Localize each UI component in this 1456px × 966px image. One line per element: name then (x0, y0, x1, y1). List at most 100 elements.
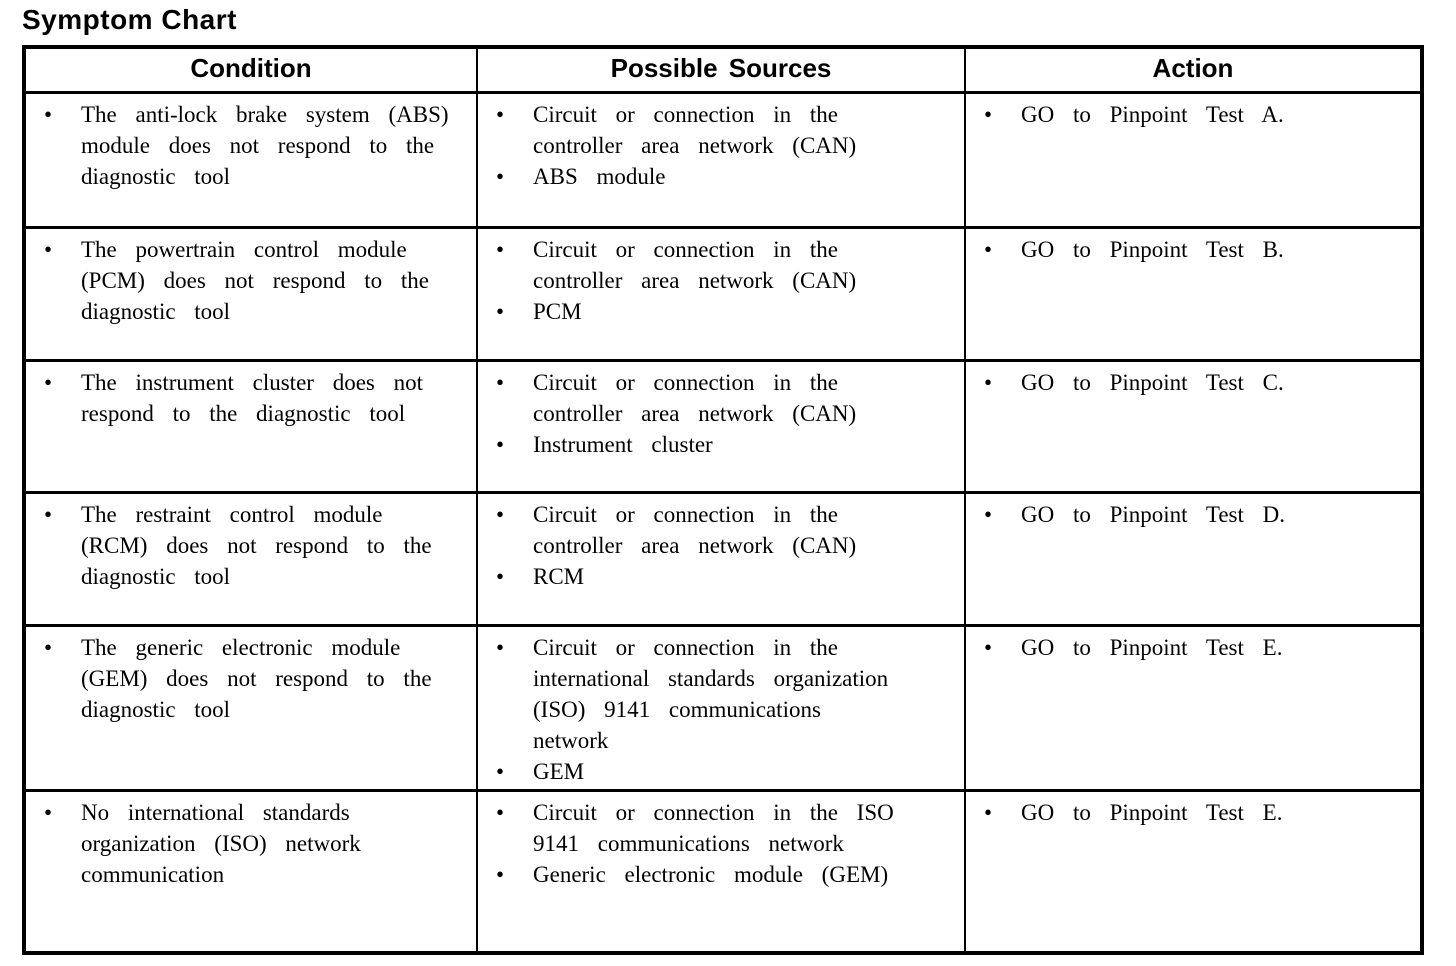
list-item-text: Circuit or connection in the controller … (533, 101, 857, 158)
list-item: • GO to Pinpoint Test D. (966, 499, 1420, 530)
list-item-text: GO to Pinpoint Test E. (1021, 799, 1283, 825)
sources-cell: • Circuit or connection in the ISO 9141 … (476, 788, 966, 955)
bullet-icon: • (496, 163, 505, 189)
list-item: • The instrument cluster does not respon… (26, 367, 476, 429)
table-row: • The anti-lock brake system (ABS) modul… (23, 90, 1423, 229)
table-row: • The instrument cluster does not respon… (23, 358, 1423, 494)
list-item: • Generic electronic module (GEM) (478, 859, 964, 890)
condition-cell: • The instrument cluster does not respon… (23, 358, 478, 494)
action-cell: • GO to Pinpoint Test D. (964, 490, 1423, 627)
list-item-text: Circuit or connection in the controller … (533, 501, 857, 558)
list-item: • The anti-lock brake system (ABS) modul… (26, 99, 476, 192)
bullet-icon: • (984, 236, 993, 262)
sources-cell: • Circuit or connection in the controlle… (476, 358, 966, 494)
bullet-icon: • (496, 236, 505, 262)
list-item-text: PCM (533, 298, 582, 324)
condition-cell: • No international standards organizatio… (23, 788, 478, 955)
list-item-text: GO to Pinpoint Test D. (1021, 501, 1286, 527)
list-item-text: GO to Pinpoint Test B. (1021, 236, 1284, 262)
list-item-text: No international standards organization … (81, 799, 361, 887)
list-item-text: The powertrain control module (PCM) does… (81, 236, 430, 324)
bullet-icon: • (44, 799, 53, 825)
list-item-text: GO to Pinpoint Test A. (1021, 101, 1284, 127)
bullet-icon: • (496, 861, 505, 887)
list-item: • GO to Pinpoint Test C. (966, 367, 1420, 398)
sources-cell: • Circuit or connection in the controlle… (476, 90, 966, 229)
list-item: • GEM (478, 756, 964, 787)
list-item: • No international standards organizatio… (26, 797, 476, 890)
table-row: • The restraint control module (RCM) doe… (23, 490, 1423, 627)
table-row: • The powertrain control module (PCM) do… (23, 225, 1423, 362)
list-item-text: GO to Pinpoint Test E. (1021, 634, 1283, 660)
bullet-icon: • (984, 799, 993, 825)
bullet-icon: • (984, 501, 993, 527)
list-item: • Circuit or connection in the ISO 9141 … (478, 797, 964, 859)
header-row: Condition Possible Sources Action (23, 45, 1423, 94)
list-item-text: The generic electronic module (GEM) does… (81, 634, 432, 722)
list-item-text: Circuit or connection in the internation… (533, 634, 889, 753)
list-item: • GO to Pinpoint Test B. (966, 234, 1420, 265)
list-item: • Instrument cluster (478, 429, 964, 460)
sources-cell: • Circuit or connection in the controlle… (476, 225, 966, 362)
page-title: Symptom Chart (22, 4, 237, 35)
bullet-icon: • (496, 799, 505, 825)
column-header-possible-sources: Possible Sources (476, 45, 966, 94)
list-item: • Circuit or connection in the controlle… (478, 99, 964, 161)
table-row: • The generic electronic module (GEM) do… (23, 623, 1423, 792)
list-item: • GO to Pinpoint Test A. (966, 99, 1420, 130)
bullet-icon: • (496, 369, 505, 395)
sources-cell: • Circuit or connection in the internati… (476, 623, 966, 792)
bullet-icon: • (984, 369, 993, 395)
condition-cell: • The generic electronic module (GEM) do… (23, 623, 478, 792)
bullet-icon: • (496, 501, 505, 527)
list-item: • The generic electronic module (GEM) do… (26, 632, 476, 725)
symptom-chart-table: Condition Possible Sources Action • The … (22, 45, 1424, 955)
action-cell: • GO to Pinpoint Test B. (964, 225, 1423, 362)
list-item-text: GO to Pinpoint Test C. (1021, 369, 1284, 395)
list-item-text: Circuit or connection in the controller … (533, 369, 857, 426)
list-item-text: Generic electronic module (GEM) (533, 861, 889, 887)
list-item: • Circuit or connection in the controlle… (478, 367, 964, 429)
condition-cell: • The restraint control module (RCM) doe… (23, 490, 478, 627)
action-cell: • GO to Pinpoint Test E. (964, 788, 1423, 955)
list-item-text: The restraint control module (RCM) does … (81, 501, 432, 589)
list-item-text: The instrument cluster does not respond … (81, 369, 423, 426)
list-item: • GO to Pinpoint Test E. (966, 632, 1420, 663)
column-header-condition: Condition (23, 45, 478, 94)
condition-cell: • The powertrain control module (PCM) do… (23, 225, 478, 362)
list-item: • PCM (478, 296, 964, 327)
action-cell: • GO to Pinpoint Test C. (964, 358, 1423, 494)
bullet-icon: • (496, 758, 505, 784)
bullet-icon: • (44, 369, 53, 395)
list-item: • RCM (478, 561, 964, 592)
list-item-text: Instrument cluster (533, 431, 713, 457)
bullet-icon: • (44, 501, 53, 527)
bullet-icon: • (496, 563, 505, 589)
list-item-text: ABS module (533, 163, 666, 189)
list-item: • Circuit or connection in the controlle… (478, 234, 964, 296)
list-item: • The powertrain control module (PCM) do… (26, 234, 476, 327)
list-item: • Circuit or connection in the internati… (478, 632, 964, 756)
list-item-text: The anti-lock brake system (ABS) module … (81, 101, 449, 189)
condition-cell: • The anti-lock brake system (ABS) modul… (23, 90, 478, 229)
bullet-icon: • (496, 101, 505, 127)
list-item: • GO to Pinpoint Test E. (966, 797, 1420, 828)
bullet-icon: • (496, 431, 505, 457)
bullet-icon: • (44, 101, 53, 127)
sources-cell: • Circuit or connection in the controlle… (476, 490, 966, 627)
list-item-text: Circuit or connection in the controller … (533, 236, 857, 293)
bullet-icon: • (496, 298, 505, 324)
list-item-text: Circuit or connection in the ISO 9141 co… (533, 799, 894, 856)
bullet-icon: • (44, 236, 53, 262)
bullet-icon: • (984, 634, 993, 660)
list-item: • ABS module (478, 161, 964, 192)
table-row: • No international standards organizatio… (23, 788, 1423, 955)
bullet-icon: • (496, 634, 505, 660)
bullet-icon: • (44, 634, 53, 660)
column-header-action: Action (964, 45, 1423, 94)
list-item: • The restraint control module (RCM) doe… (26, 499, 476, 592)
list-item-text: GEM (533, 758, 585, 784)
action-cell: • GO to Pinpoint Test A. (964, 90, 1423, 229)
list-item: • Circuit or connection in the controlle… (478, 499, 964, 561)
